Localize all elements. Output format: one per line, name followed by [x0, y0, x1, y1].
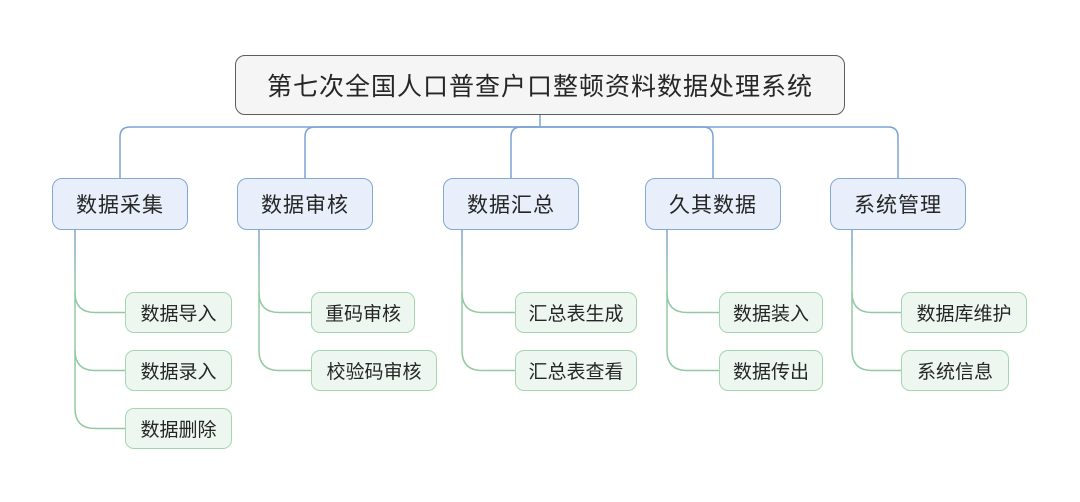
branch-connector-3 — [510, 126, 540, 178]
branch-connector-4 — [540, 126, 714, 178]
node-data-import[interactable]: 数据导入 — [125, 292, 232, 333]
node-duplicate-code-review[interactable]: 重码审核 — [311, 292, 415, 333]
node-check-code-review[interactable]: 校验码审核 — [311, 350, 437, 391]
leaf-connector-2-2 — [258, 230, 311, 372]
leaf-connector-3-1 — [461, 292, 515, 314]
branch-connector-1 — [119, 126, 540, 178]
leaf-connector-1-3 — [74, 230, 125, 430]
leaf-connector-1-1 — [74, 292, 125, 314]
node-root-title[interactable]: 第七次全国人口普查户口整顿资料数据处理系统 — [235, 55, 845, 115]
node-summary-table-view[interactable]: 汇总表查看 — [515, 350, 637, 391]
branch-connector-5 — [540, 126, 899, 178]
node-system-info[interactable]: 系统信息 — [901, 350, 1009, 391]
node-data-transfer-out[interactable]: 数据传出 — [719, 350, 823, 391]
leaf-connector-4-1 — [666, 292, 719, 314]
leaf-connector-3-2 — [461, 230, 515, 372]
node-data-delete[interactable]: 数据删除 — [125, 408, 232, 449]
node-jiuqi-data[interactable]: 久其数据 — [645, 178, 781, 230]
node-database-maintenance[interactable]: 数据库维护 — [901, 292, 1027, 333]
node-data-summary[interactable]: 数据汇总 — [443, 178, 579, 230]
node-data-entry[interactable]: 数据录入 — [125, 350, 232, 391]
leaf-connector-5-1 — [851, 292, 901, 314]
node-system-management[interactable]: 系统管理 — [830, 178, 966, 230]
leaf-connector-5-2 — [851, 230, 901, 372]
leaf-connector-4-2 — [666, 230, 719, 372]
node-summary-table-generate[interactable]: 汇总表生成 — [515, 292, 637, 333]
leaf-connector-1-2 — [74, 350, 125, 372]
node-data-review[interactable]: 数据审核 — [237, 178, 373, 230]
node-data-collection[interactable]: 数据采集 — [52, 178, 188, 230]
branch-connector-2 — [304, 126, 540, 178]
leaf-connector-2-1 — [258, 292, 311, 314]
node-data-load[interactable]: 数据装入 — [719, 292, 823, 333]
